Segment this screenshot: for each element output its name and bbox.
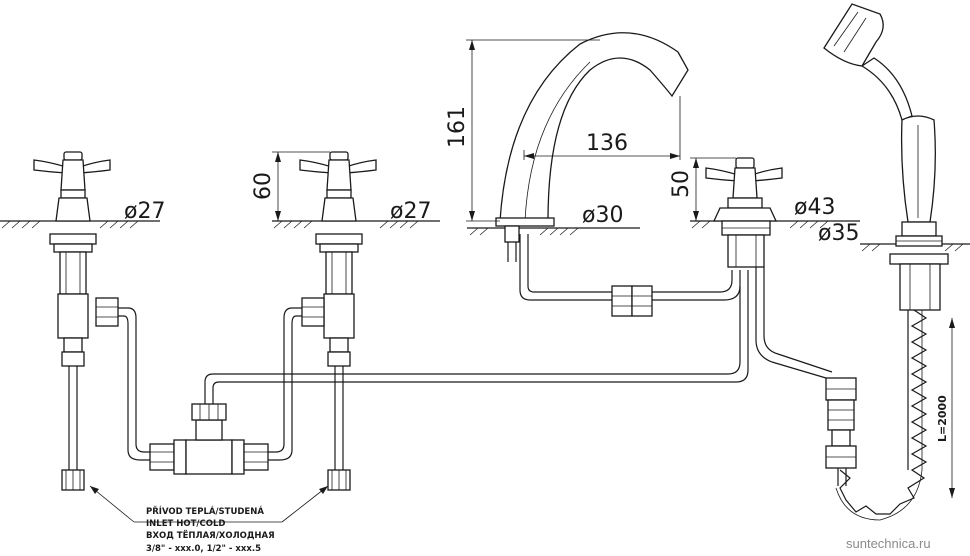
inlet-label-line2: INLET HOT/COLD: [146, 519, 225, 529]
spout-diameter-label: ø30: [582, 203, 623, 228]
inlet-label-line3: ВХОД ТЁПЛАЯ/ХОЛОДНАЯ: [146, 530, 275, 541]
hand-shower: [823, 3, 949, 521]
mixer-valve: [705, 157, 833, 379]
connecting-pipes: [118, 270, 749, 461]
shower-holder-diameter-label: ø35: [818, 221, 859, 246]
valve-height-label: 60: [251, 172, 276, 200]
right-valve: [299, 151, 377, 491]
inlet-label-line1: PŘÍVOD TEPLÁ/STUDENÁ: [146, 505, 264, 517]
left-valve: [33, 151, 119, 491]
hose-length-label: L=2000: [936, 395, 949, 442]
valve-diameter-right: ø27: [390, 199, 431, 224]
mixer-diameter-label: ø43: [794, 195, 835, 220]
tee-fitting: [149, 403, 269, 475]
inlet-label: PŘÍVOD TEPLÁ/STUDENÁ INLET HOT/COLD ВХОД…: [146, 505, 275, 554]
dimension-lines: [89, 39, 955, 523]
spout-height-label: 161: [445, 106, 470, 148]
spout-reach-label: 136: [586, 131, 628, 156]
inlet-label-line4: 3/8" - xxx.0, 1/2" - xxx.5: [146, 544, 261, 554]
bath-spout: [495, 32, 741, 317]
watermark: suntechnica.ru: [846, 536, 931, 551]
mixer-height-label: 50: [669, 170, 694, 198]
valve-diameter-left: ø27: [124, 199, 165, 224]
